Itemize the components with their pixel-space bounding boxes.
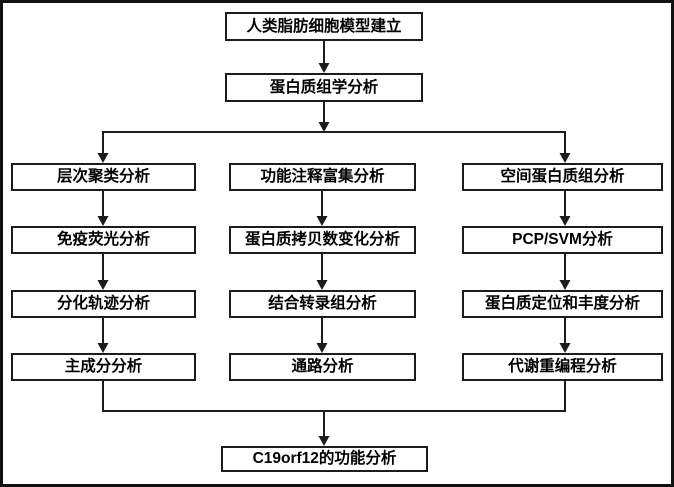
node-human-adipocyte-model: 人类脂肪细胞模型建立 xyxy=(225,12,423,41)
node-spatial-proteomics: 空间蛋白质组分析 xyxy=(462,163,663,191)
arrow-right-3-4 xyxy=(559,318,571,353)
arrow-left-3-4 xyxy=(97,318,109,353)
arrow-left-2-3 xyxy=(97,254,109,290)
node-c19orf12-functional-analysis: C19orf12的功能分析 xyxy=(221,446,428,472)
node-protein-copy-number-variation: 蛋白质拷贝数变化分析 xyxy=(229,226,416,254)
node-principal-component-analysis: 主成分分析 xyxy=(11,353,196,381)
node-combined-transcriptome: 结合转录组分析 xyxy=(229,290,416,318)
node-pcp-svm-analysis: PCP/SVM分析 xyxy=(462,226,663,254)
node-functional-annotation-enrichment: 功能注释富集分析 xyxy=(229,163,416,191)
node-hierarchical-clustering: 层次聚类分析 xyxy=(11,163,196,191)
node-protein-localization-abundance: 蛋白质定位和丰度分析 xyxy=(462,290,663,318)
arrow-right-1-2 xyxy=(559,191,571,226)
arrow-branch-to-left-column xyxy=(97,131,109,163)
arrow-left-1-2 xyxy=(97,191,109,226)
node-proteomics-analysis: 蛋白质组学分析 xyxy=(225,73,423,102)
node-immunofluorescence: 免疫荧光分析 xyxy=(11,226,196,254)
arrow-branch-to-right-column xyxy=(559,131,571,163)
arrow-middle-1-2 xyxy=(316,191,328,226)
node-differentiation-trajectory: 分化轨迹分析 xyxy=(11,290,196,318)
node-metabolic-reprogramming: 代谢重编程分析 xyxy=(462,353,663,381)
node-pathway-analysis: 通路分析 xyxy=(229,353,416,381)
arrow-proteomics-to-branch xyxy=(318,102,330,132)
arrow-middle-3-4 xyxy=(316,318,328,353)
arrow-root-to-proteomics xyxy=(318,41,330,73)
arrow-middle-2-3 xyxy=(316,254,328,290)
arrow-right-2-3 xyxy=(559,254,571,290)
arrow-merge-to-final xyxy=(318,411,330,446)
